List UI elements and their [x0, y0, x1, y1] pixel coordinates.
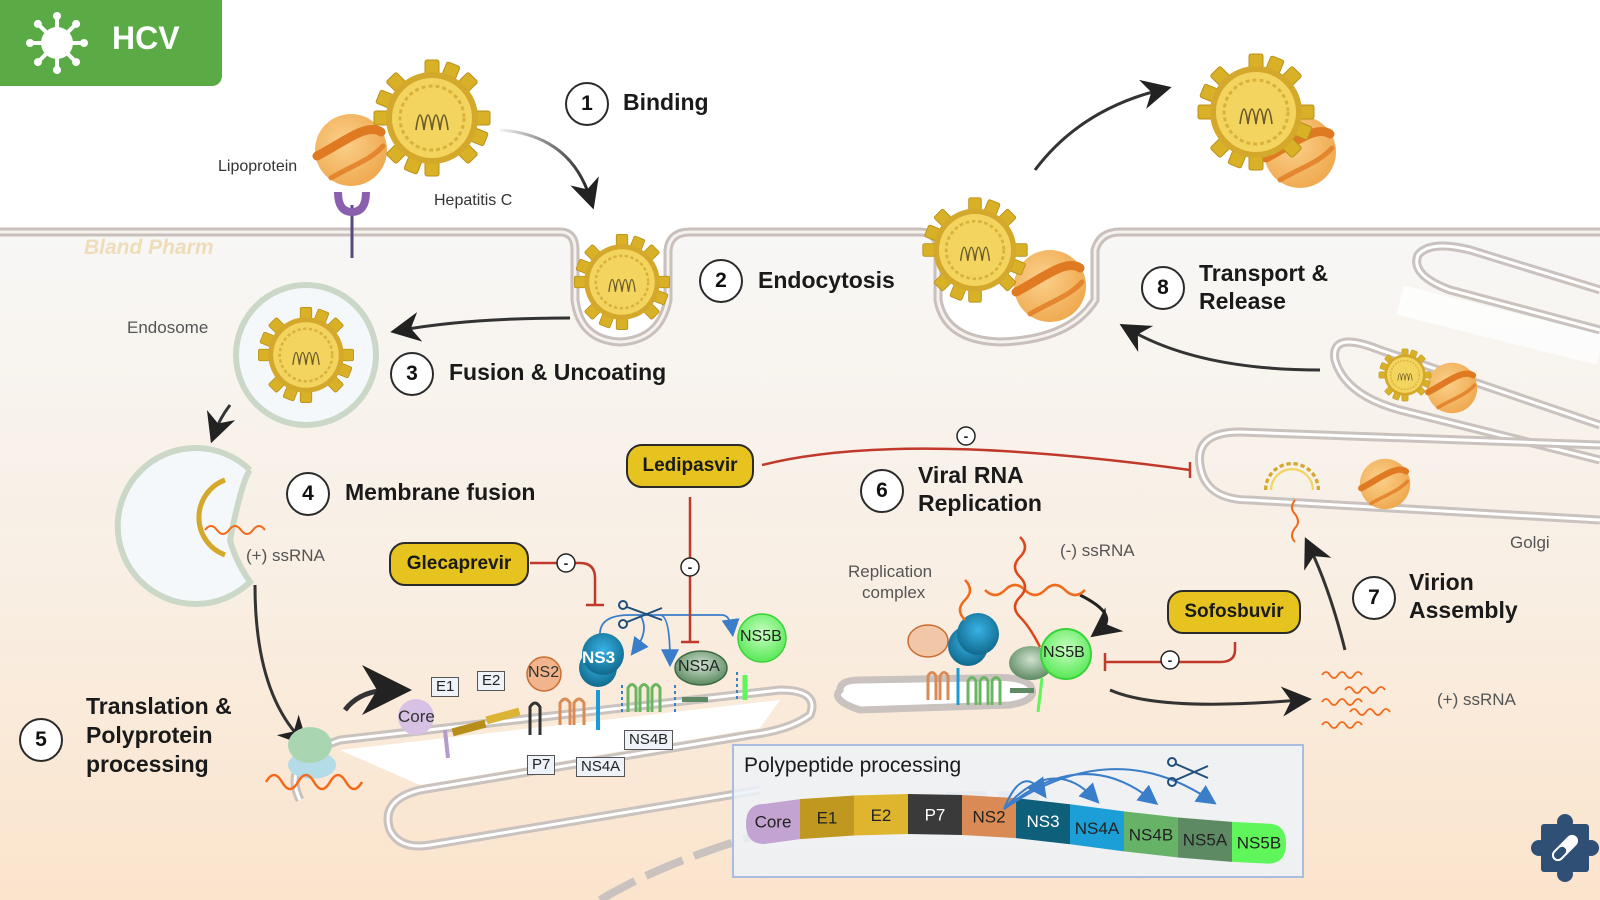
- drug-ledipasvir: Ledipasvir: [626, 444, 754, 488]
- watermark: Bland Pharm: [84, 236, 214, 259]
- protein-e2-tag: E2: [477, 671, 506, 691]
- drug-glecaprevir: Glecaprevir: [389, 542, 529, 586]
- polypeptide-segment-label: NS2: [972, 808, 1005, 827]
- step-3-badge: 3: [390, 352, 434, 396]
- step-7-badge: 7: [1352, 576, 1396, 620]
- step-3-title: Fusion & Uncoating: [449, 359, 667, 385]
- plus-ssrna-label: (+) ssRNA: [246, 546, 325, 565]
- step-1-title: Binding: [623, 89, 709, 115]
- step-5-title-line-2: Polyprotein: [86, 722, 213, 748]
- polypeptide-segment-label: NS3: [1026, 812, 1059, 831]
- polypeptide-segment-label: E2: [871, 806, 892, 825]
- polypeptide-segment-ns4b: [1124, 811, 1178, 858]
- polypeptide-segment-label: NS4B: [1129, 825, 1173, 844]
- polypeptide-segment-label: NS5B: [1237, 834, 1281, 853]
- replication-complex-label-2: complex: [862, 583, 926, 602]
- protein-e1-tag: E1: [431, 677, 460, 697]
- protein-ns2-label: NS2: [528, 664, 560, 681]
- endosome-label: Endosome: [127, 318, 209, 337]
- replication-ns5b-label: NS5B: [1043, 644, 1085, 661]
- golgi: [1195, 241, 1600, 525]
- polypeptide-segment-e1: [800, 795, 854, 840]
- step-8-badge: 8: [1141, 266, 1185, 310]
- step-5-title-line-1: Translation &: [86, 693, 232, 719]
- polypeptide-segment-ns2: [962, 794, 1016, 839]
- polypeptide-segment-label: NS4A: [1075, 819, 1120, 838]
- step-6-title-line-2: Replication: [918, 490, 1042, 516]
- step-7-title-line-1: Virion: [1409, 569, 1474, 595]
- step-5-title-line-3: processing: [86, 751, 209, 777]
- header-badge: HCV: [0, 0, 222, 86]
- protein-ns5a-label: NS5A: [678, 658, 720, 675]
- polypeptide-segment-ns5b: [1232, 821, 1286, 864]
- protein-p7-tag: P7: [527, 755, 556, 775]
- polypeptide-segment-label: NS5A: [1183, 831, 1228, 850]
- polypeptide-segment-label: P7: [925, 805, 946, 824]
- polypeptide-segment-ns3: [1016, 798, 1070, 845]
- polypeptide-segment-label: Core: [755, 813, 792, 832]
- polypeptide-segment-core: [746, 799, 800, 844]
- protein-ns4a-tag: NS4A: [576, 757, 626, 777]
- scissors-icon: [1167, 757, 1209, 787]
- minus-ssrna-label: (-) ssRNA: [1060, 541, 1135, 560]
- protein-ns4b-tag: NS4B: [624, 730, 674, 750]
- polypeptide-title: Polypeptide processing: [744, 754, 962, 777]
- plus-ssrna-label-2: (+) ssRNA: [1437, 690, 1516, 709]
- polypeptide-segment-ns4a: [1070, 804, 1124, 852]
- polypeptide-segment-e2: [854, 794, 908, 836]
- step-7-title-line-2: Assembly: [1409, 597, 1518, 623]
- replication-complex-label-1: Replication: [848, 562, 933, 581]
- protein-core-label: Core: [398, 707, 435, 726]
- step-4-badge: 4: [286, 472, 330, 516]
- hepatitis-c-label: Hepatitis C: [434, 192, 513, 209]
- lipoprotein-label: Lipoprotein: [218, 158, 298, 175]
- step-8-title-line-1: Transport &: [1199, 260, 1329, 286]
- step-4-title: Membrane fusion: [345, 479, 536, 505]
- protein-ns3-label: NS3: [582, 648, 616, 667]
- step-1-badge: 1: [565, 82, 609, 126]
- step-2-title: Endocytosis: [758, 267, 895, 293]
- step-6-title-line-1: Viral RNA: [918, 462, 1024, 488]
- step-5-badge: 5: [19, 718, 63, 762]
- polypeptide-segment-p7: [908, 794, 962, 835]
- header-title: HCV: [112, 20, 180, 56]
- step-6-badge: 6: [860, 469, 904, 513]
- protein-ns5b-label: NS5B: [740, 628, 782, 645]
- step-8-title-line-2: Release: [1199, 288, 1286, 314]
- polypeptide-chain: Core E1 E2 P7 NS2 NS3 NS4A NS4B NS5A NS5B: [746, 757, 1286, 864]
- polypeptide-segment-ns5a: [1178, 817, 1232, 862]
- drug-sofosbuvir: Sofosbuvir: [1167, 590, 1301, 634]
- virus-icon: [26, 12, 88, 74]
- golgi-label: Golgi: [1510, 533, 1550, 552]
- polypeptide-segment-label: E1: [817, 808, 838, 827]
- step-2-badge: 2: [699, 259, 743, 303]
